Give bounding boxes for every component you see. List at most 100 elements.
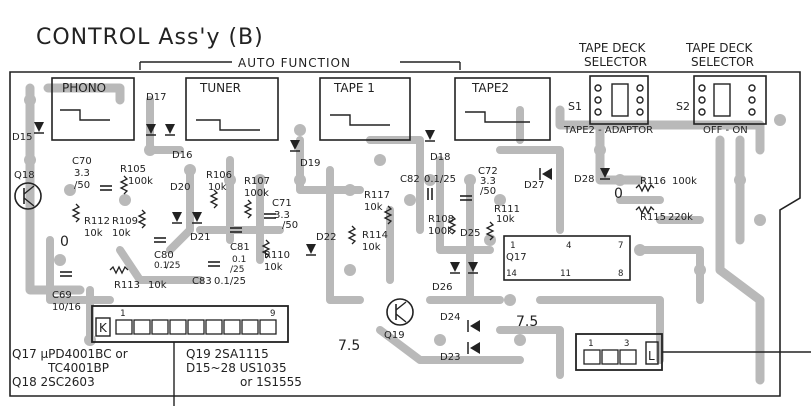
value-r117: 10k <box>364 202 383 213</box>
label-d22: D22 <box>316 232 336 243</box>
voltage-0-left: 0 <box>60 234 69 250</box>
phono-switch: PHONO <box>51 77 135 141</box>
ic-pin-7: 7 <box>618 241 623 251</box>
value-r110: 10k <box>264 262 283 273</box>
s2-switch: S2 <box>676 75 767 125</box>
value-c80: 0.1 <box>154 261 168 271</box>
s1-label: S1 <box>568 100 582 113</box>
value-c70-1: 3.3 <box>74 168 90 179</box>
tape1-switch: TAPE 1 <box>319 77 411 141</box>
ic-pin-1: 1 <box>510 241 515 251</box>
auto-function-bracket: AUTO FUNCTION <box>139 56 461 70</box>
diode-symbols <box>34 122 610 354</box>
tape-deck-selector-1-line1: TAPE DECK <box>578 41 646 55</box>
label-c70: C70 <box>72 156 92 167</box>
value-r109: 10k <box>112 228 131 239</box>
voltage-0-right: 0 <box>614 186 623 202</box>
connector-k-label: K <box>99 321 108 335</box>
resistor-symbols <box>71 175 655 275</box>
capacitor-symbols <box>60 185 472 277</box>
label-r107: R107 <box>244 176 270 187</box>
label-q18: Q18 <box>14 170 35 181</box>
value-r113: 10k <box>148 280 167 291</box>
label-d24: D24 <box>440 312 460 323</box>
label-c71: C71 <box>272 198 292 209</box>
label-c83: C83 <box>192 276 212 287</box>
value-c80-2: /25 <box>166 261 180 271</box>
tape1-label: TAPE 1 <box>333 81 375 95</box>
label-c72: C72 <box>478 166 498 177</box>
label-q19: Q19 <box>384 330 405 341</box>
voltage-7-5-right: 7.5 <box>516 314 538 330</box>
label-d25: D25 <box>460 228 480 239</box>
auto-function-label: AUTO FUNCTION <box>238 56 351 70</box>
transistor-q18: Q18 <box>14 170 42 210</box>
off-on-label: OFF - ON <box>703 125 748 136</box>
connector-l-pin-first: 1 <box>588 339 593 349</box>
board-outline <box>9 71 801 397</box>
parts-q19: Q19 2SA1115 <box>186 347 269 361</box>
connector-k-pin-first: 1 <box>120 309 125 319</box>
value-c71-1: 3.3 <box>274 210 290 221</box>
solder-pads <box>24 94 786 346</box>
value-c81-2: /25 <box>230 265 244 275</box>
label-c69: C69 <box>52 290 72 301</box>
label-c80: C80 <box>154 250 174 261</box>
value-r105: 100k <box>128 176 153 187</box>
label-r116: R116 <box>640 176 666 187</box>
tape2-adaptor-label: TAPE2 - ADAPTOR <box>563 125 653 136</box>
value-r108: 100k <box>428 226 453 237</box>
parts-diodes: D15~28 US1035 <box>186 361 287 375</box>
label-d23: D23 <box>440 352 460 363</box>
parts-q17: Q17 µPD4001BC or <box>12 347 128 361</box>
value-c72-2: /50 <box>480 186 496 197</box>
transistor-q19: Q19 <box>384 298 414 341</box>
value-c70-2: /50 <box>74 180 90 191</box>
label-d16: D16 <box>172 150 192 161</box>
label-r115: R115 <box>640 212 666 223</box>
ic-pin-11: 11 <box>560 269 571 279</box>
label-r108: R108 <box>428 214 454 225</box>
parts-q18: Q18 2SC2603 <box>12 375 95 389</box>
tape-deck-selector-2-line1: TAPE DECK <box>685 41 753 55</box>
label-d15: D15 <box>12 132 32 143</box>
value-c81-1: 0.1 <box>232 255 246 265</box>
value-r116: 100k <box>672 176 697 187</box>
connector-k: K 1 9 <box>91 305 289 406</box>
tuner-switch: TUNER <box>185 77 279 141</box>
value-r112: 10k <box>84 228 103 239</box>
parts-list: Q17 µPD4001BC or TC4001BP Q18 2SC2603 Q1… <box>12 347 302 389</box>
value-c72-1: 3.3 <box>480 176 496 187</box>
voltage-7-5-left: 7.5 <box>338 338 360 354</box>
label-d27: D27 <box>524 180 544 191</box>
label-d18: D18 <box>430 152 450 163</box>
ic-pin-4: 4 <box>566 241 571 251</box>
value-c83: 0.1/25 <box>214 276 246 287</box>
connector-k-pin-last: 9 <box>270 309 275 319</box>
value-c71-2: /50 <box>282 220 298 231</box>
connector-l-label: L <box>648 349 655 363</box>
tape-deck-selector-1-line2: SELECTOR <box>584 55 647 69</box>
ic-q17: Q17 1 4 7 14 11 8 <box>503 235 631 281</box>
label-r110: R110 <box>264 250 290 261</box>
value-r115: 220k <box>668 212 693 223</box>
phono-label: PHONO <box>62 81 106 95</box>
ic-pin-8: 8 <box>618 269 623 279</box>
label-r106: R106 <box>206 170 232 181</box>
parts-diodes-alt: or 1S1555 <box>240 375 302 389</box>
connector-l: 1 3 L <box>575 333 811 371</box>
label-c82: C82 <box>400 174 420 185</box>
label-d21: D21 <box>190 232 210 243</box>
tuner-label: TUNER <box>199 81 241 95</box>
label-d19: D19 <box>300 158 320 169</box>
page-title: CONTROL Ass'y (B) <box>36 25 264 50</box>
label-r114: R114 <box>362 230 388 241</box>
tape2-switch: TAPE2 <box>454 77 551 141</box>
label-d17: D17 <box>146 92 166 103</box>
value-r114: 10k <box>362 242 381 253</box>
tape2-label: TAPE2 <box>471 81 509 95</box>
label-r109: R109 <box>112 216 138 227</box>
label-r117: R117 <box>364 190 390 201</box>
s2-label: S2 <box>676 100 690 113</box>
